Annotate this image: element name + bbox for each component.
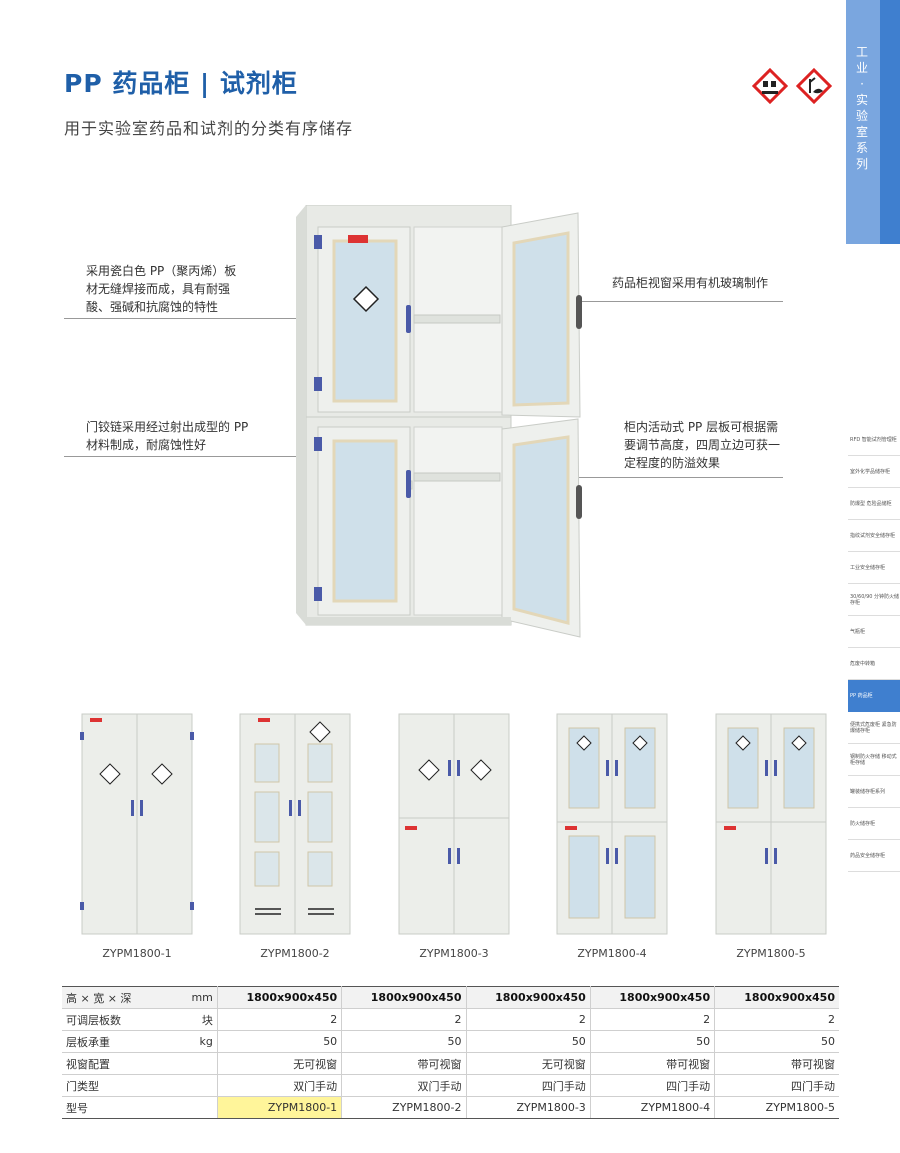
thumbnail-model-3[interactable] [397, 712, 511, 942]
table-cell: ZYPM1800-4 [590, 1096, 716, 1119]
row-label: 层板承重 [62, 1030, 183, 1053]
callout-window-line [545, 301, 783, 302]
corrosive-hazard-icon [752, 68, 788, 104]
table-cell: ZYPM1800-5 [714, 1096, 839, 1119]
category-item[interactable]: 危废中转箱 [848, 648, 900, 680]
table-cell: 1800x900x450 [466, 986, 591, 1009]
category-item[interactable]: RFD 智能试剂管理柜 [848, 424, 900, 456]
row-unit: mm [182, 986, 218, 1009]
environment-hazard-icon [796, 68, 832, 104]
callout-shelf-line [445, 477, 783, 478]
table-cell: 1800x900x450 [590, 986, 716, 1009]
category-index: RFD 智能试剂管理柜 室外化学品储存柜 防爆型 危险品储柜 指纹试剂安全储存柜… [848, 424, 900, 872]
thumbnail-model-5[interactable] [714, 712, 828, 942]
category-item[interactable]: 防爆型 危险品储柜 [848, 488, 900, 520]
table-cell: 2 [341, 1008, 467, 1031]
callout-hinge-line [64, 456, 324, 457]
category-item[interactable]: 室外化学品储存柜 [848, 456, 900, 488]
row-label: 门类型 [62, 1074, 183, 1097]
table-cell: ZYPM1800-2 [341, 1096, 467, 1119]
table-cell: 1800x900x450 [217, 986, 343, 1009]
side-tab-label: 工业·实验室系列 [855, 45, 868, 171]
table-cell: 50 [217, 1030, 343, 1053]
row-unit [182, 1074, 218, 1097]
table-cell-highlighted: ZYPM1800-1 [217, 1096, 343, 1119]
page-title: PP 药品柜 | 试剂柜 [64, 69, 298, 98]
table-row: 视窗配置 无可视窗 带可视窗 无可视窗 带可视窗 带可视窗 [62, 1052, 839, 1075]
callout-window: 药品柜视窗采用有机玻璃制作 [612, 276, 769, 290]
category-item[interactable]: 罐装储存柜系列 [848, 776, 900, 808]
table-cell: 2 [466, 1008, 591, 1031]
table-cell: 50 [466, 1030, 591, 1053]
table-row: 门类型 双门手动 双门手动 四门手动 四门手动 四门手动 [62, 1074, 839, 1097]
category-item-active[interactable]: PP 药品柜 [848, 680, 900, 712]
thumbnail-model-4[interactable] [555, 712, 669, 942]
table-cell: 带可视窗 [590, 1052, 716, 1075]
table-cell: ZYPM1800-3 [466, 1096, 591, 1119]
model-label: ZYPM1800-5 [736, 947, 806, 960]
table-cell: 50 [590, 1030, 716, 1053]
table-cell: 无可视窗 [466, 1052, 591, 1075]
table-row: 高 × 宽 × 深 mm 1800x900x450 1800x900x450 1… [62, 986, 839, 1009]
table-cell: 50 [341, 1030, 467, 1053]
table-cell: 四门手动 [714, 1074, 839, 1097]
table-cell: 2 [590, 1008, 716, 1031]
table-cell: 2 [714, 1008, 839, 1031]
callout-hinge: 门铰链采用经过射出成型的 PP 材料制成，耐腐蚀性好 [86, 420, 249, 452]
row-label: 可调层板数 [62, 1008, 183, 1031]
model-label: ZYPM1800-4 [577, 947, 647, 960]
model-label: ZYPM1800-3 [419, 947, 489, 960]
table-row: 可调层板数 块 2 2 2 2 2 [62, 1008, 839, 1031]
series-side-tab[interactable]: 工业·实验室系列 [846, 0, 900, 244]
callout-shelf: 柜内活动式 PP 层板可根据需要调节高度，四周立边可获一定程度的防溢效果 [624, 420, 781, 470]
table-row: 层板承重 kg 50 50 50 50 50 [62, 1030, 839, 1053]
thumbnail-model-1[interactable] [80, 712, 194, 942]
row-unit [182, 1052, 218, 1075]
table-cell: 双门手动 [341, 1074, 467, 1097]
table-cell: 1800x900x450 [341, 986, 467, 1009]
category-item[interactable]: 指纹试剂安全储存柜 [848, 520, 900, 552]
category-item[interactable]: 钢制防火存储 移动式柜存储 [848, 744, 900, 776]
table-row: 型号 ZYPM1800-1 ZYPM1800-2 ZYPM1800-3 ZYPM… [62, 1096, 839, 1119]
row-unit: kg [182, 1030, 218, 1053]
category-item[interactable]: 30/60/90 分钟防火储存柜 [848, 584, 900, 616]
row-label: 型号 [62, 1096, 183, 1119]
page-subtitle: 用于实验室药品和试剂的分类有序储存 [64, 119, 354, 138]
table-cell: 四门手动 [466, 1074, 591, 1097]
category-item[interactable]: 工业安全储存柜 [848, 552, 900, 584]
thumbnail-model-2[interactable] [238, 712, 352, 942]
table-cell: 带可视窗 [714, 1052, 839, 1075]
table-cell: 无可视窗 [217, 1052, 343, 1075]
category-item[interactable]: 气瓶柜 [848, 616, 900, 648]
category-item[interactable]: 防火储存柜 [848, 808, 900, 840]
spec-table: 高 × 宽 × 深 mm 1800x900x450 1800x900x450 1… [62, 986, 839, 1119]
category-item[interactable]: 便携式危废柜 紧急防爆储存柜 [848, 712, 900, 744]
model-label: ZYPM1800-1 [102, 947, 172, 960]
side-tab-stripe [880, 0, 900, 244]
row-unit [182, 1096, 218, 1119]
table-cell: 双门手动 [217, 1074, 343, 1097]
callout-material-line [64, 318, 334, 319]
category-item[interactable]: 药品安全储存柜 [848, 840, 900, 872]
row-label: 视窗配置 [62, 1052, 183, 1075]
table-cell: 2 [217, 1008, 343, 1031]
main-cabinet-illustration [296, 204, 586, 645]
table-cell: 带可视窗 [341, 1052, 467, 1075]
table-cell: 1800x900x450 [714, 986, 839, 1009]
table-cell: 四门手动 [590, 1074, 716, 1097]
callout-material: 采用瓷白色 PP（聚丙烯）板材无缝焊接而成，具有耐强酸、强碱和抗腐蚀的特性 [86, 264, 237, 314]
row-unit: 块 [182, 1008, 218, 1031]
row-label: 高 × 宽 × 深 [62, 986, 183, 1009]
model-label: ZYPM1800-2 [260, 947, 330, 960]
table-cell: 50 [714, 1030, 839, 1053]
